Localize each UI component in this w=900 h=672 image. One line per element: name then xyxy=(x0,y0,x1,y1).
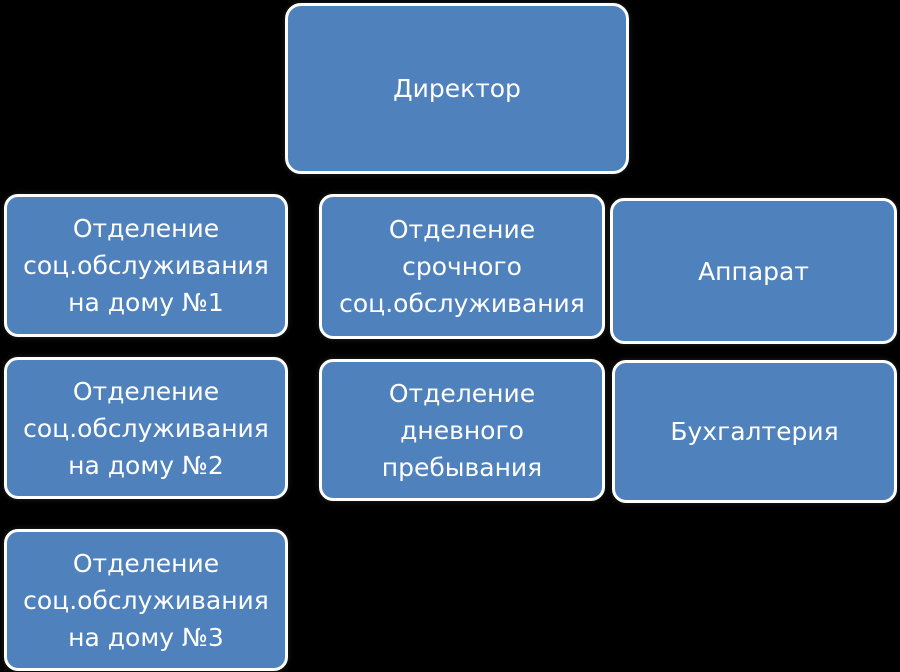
day-stay-box: Отделение дневного пребывания xyxy=(319,359,605,501)
home-service-3-box: Отделение соц.обслуживания на дому №3 xyxy=(4,529,288,671)
director-box: Директор xyxy=(285,3,629,174)
accounting-box: Бухгалтерия xyxy=(612,360,897,503)
apparatus-box: Аппарат xyxy=(610,198,897,344)
home-service-2-box: Отделение соц.обслуживания на дому №2 xyxy=(4,357,288,499)
urgent-service-label: Отделение срочного соц.обслуживания xyxy=(339,215,585,318)
home-service-1-box: Отделение соц.обслуживания на дому №1 xyxy=(4,194,288,337)
home-service-1-label: Отделение соц.обслуживания на дому №1 xyxy=(23,214,269,317)
home-service-2-label: Отделение соц.обслуживания на дому №2 xyxy=(23,376,269,480)
home-service-3-label: Отделение соц.обслуживания на дому №3 xyxy=(23,548,269,652)
accounting-label: Бухгалтерия xyxy=(670,417,839,446)
director-label: Директор xyxy=(393,74,521,103)
urgent-service-box: Отделение срочного соц.обслуживания xyxy=(319,194,605,339)
day-stay-label: Отделение дневного пребывания xyxy=(381,378,543,482)
apparatus-label: Аппарат xyxy=(698,256,809,286)
